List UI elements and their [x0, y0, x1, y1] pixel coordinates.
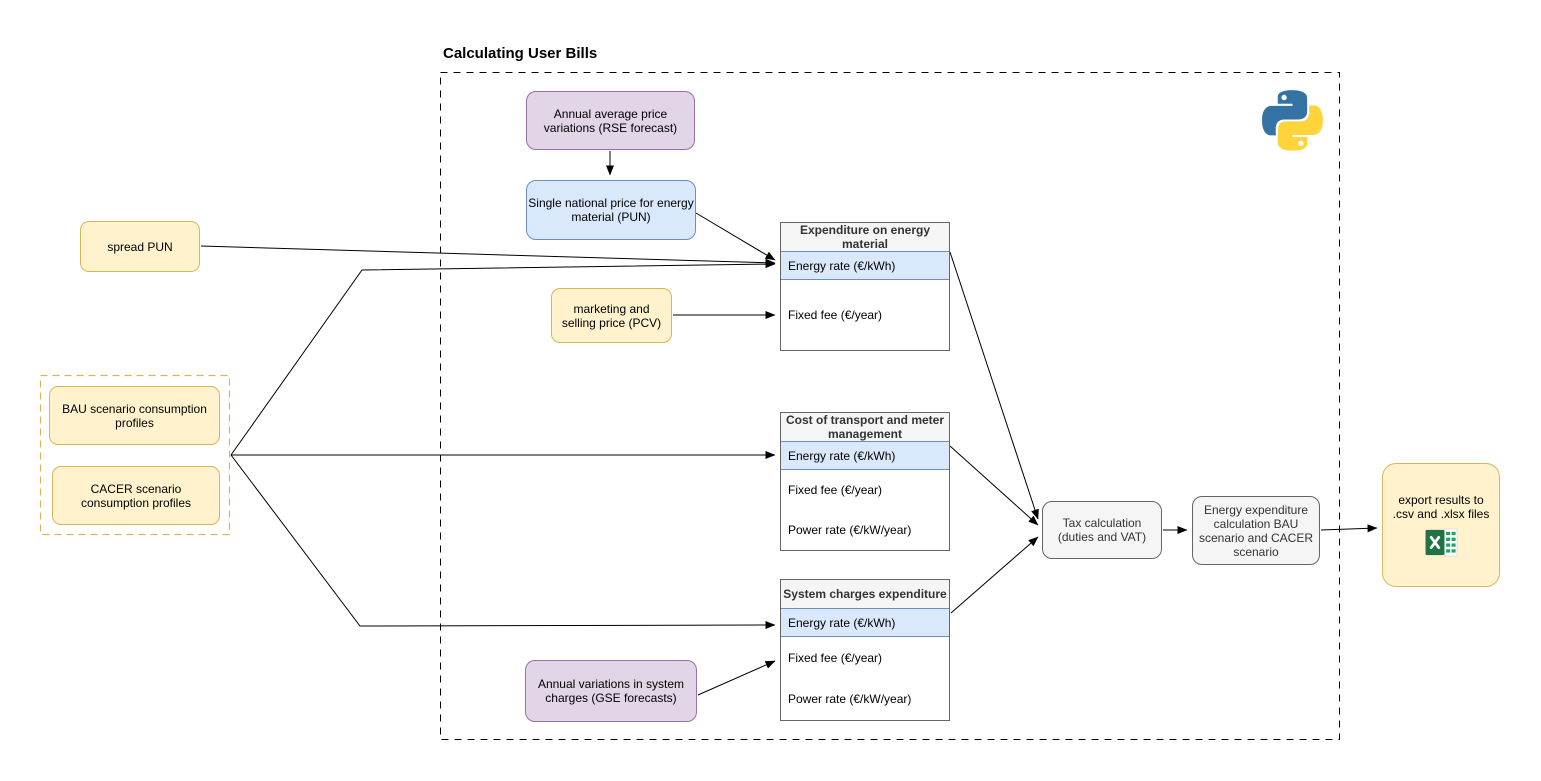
node-single-national-price: Single national price for energy materia… — [526, 180, 696, 240]
node-energy-expenditure-calculation: Energy expenditure calculation BAU scena… — [1192, 496, 1320, 565]
node-label: CACER scenario consumption profiles — [80, 481, 192, 510]
table-transport-meter-management: Cost of transport and meter management E… — [780, 412, 950, 551]
node-gse-forecasts: Annual variations in system charges (GSE… — [525, 660, 697, 722]
table-header: Cost of transport and meter management — [781, 413, 949, 442]
table-row-energy-rate: Energy rate (€/kWh) — [781, 608, 949, 637]
consumption-profiles-group-border — [39, 374, 231, 536]
node-label: marketing and selling price (PCV) — [561, 301, 662, 330]
row-label: Energy rate (€/kWh) — [788, 615, 896, 630]
row-label: Power rate (€/kW/year) — [788, 692, 912, 706]
row-label: Energy rate (€/kWh) — [788, 448, 896, 463]
table-row-fixed-fee: Fixed fee (€/year) — [781, 470, 949, 510]
node-export-results: export results to .csv and .xlsx files — [1382, 463, 1500, 587]
arrow-spread-pun-to-energy-rate — [200, 245, 776, 267]
node-label: BAU scenario consumption profiles — [62, 401, 207, 430]
table-row-energy-rate: Energy rate (€/kWh) — [781, 251, 949, 280]
arrow-pun-to-energy-rate — [695, 212, 776, 261]
node-label: spread PUN — [107, 239, 173, 254]
table-row-fixed-fee: Fixed fee (€/year) — [781, 280, 949, 350]
node-cacer-consumption-profiles: CACER scenario consumption profiles — [52, 466, 220, 525]
row-label: Power rate (€/kW/year) — [788, 523, 912, 537]
table-energy-material-expenditure: Expenditure on energy material Energy ra… — [780, 222, 950, 351]
node-pcv-price: marketing and selling price (PCV) — [551, 288, 672, 343]
excel-icon — [1425, 528, 1457, 557]
row-label: Fixed fee (€/year) — [788, 483, 883, 497]
row-label: Energy rate (€/kWh) — [788, 258, 896, 273]
python-logo-icon — [1262, 90, 1323, 151]
node-annual-price-variations: Annual average price variations (RSE for… — [526, 91, 695, 150]
diagram-title: Calculating User Bills — [443, 45, 598, 62]
arrow-profiles-to-table1 — [230, 260, 776, 456]
arrow-table2-to-tax — [949, 445, 1039, 526]
table-system-charges-expenditure: System charges expenditure Energy rate (… — [780, 579, 950, 721]
table-row-power-rate: Power rate (€/kW/year) — [781, 678, 949, 720]
table-row-energy-rate: Energy rate (€/kWh) — [781, 441, 949, 470]
node-tax-calculation: Tax calculation (duties and VAT) — [1042, 501, 1162, 559]
table-row-power-rate: Power rate (€/kW/year) — [781, 510, 949, 550]
node-bau-consumption-profiles: BAU scenario consumption profiles — [49, 386, 220, 445]
node-label: Energy expenditure calculation BAU scena… — [1198, 502, 1314, 559]
node-label: Single national price for energy materia… — [528, 196, 694, 224]
arrow-profiles-to-table3 — [230, 454, 776, 630]
table-header: System charges expenditure — [781, 580, 949, 609]
node-label: Annual average price variations (RSE for… — [543, 106, 678, 135]
node-label: export results to .csv and .xlsx files — [1392, 493, 1490, 521]
arrow-table3-to-tax — [950, 536, 1039, 614]
node-label: Tax calculation (duties and VAT) — [1057, 516, 1147, 544]
calculation-boundary-box — [440, 72, 1340, 740]
arrow-energy-exp-to-export — [1320, 524, 1378, 533]
arrow-gse-to-fixed-fee — [697, 660, 776, 696]
node-label: Annual variations in system charges (GSE… — [537, 677, 685, 705]
table-row-fixed-fee: Fixed fee (€/year) — [781, 637, 949, 678]
node-spread-pun: spread PUN — [80, 221, 200, 272]
table-header: Expenditure on energy material — [781, 223, 949, 252]
arrow-table1-to-tax — [949, 251, 1039, 520]
row-label: Fixed fee (€/year) — [788, 308, 883, 322]
row-label: Fixed fee (€/year) — [788, 650, 883, 665]
